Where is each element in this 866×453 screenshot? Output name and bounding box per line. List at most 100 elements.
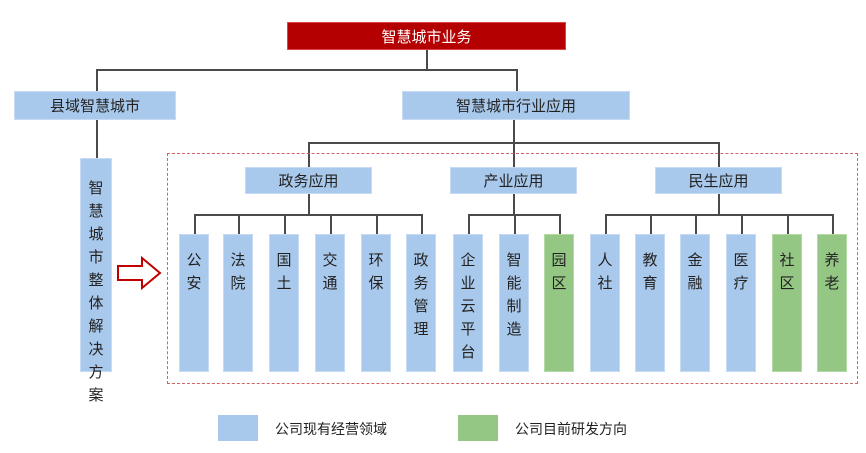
county-solution-node: 智慧城市整体解决方案 [80,158,112,404]
leaf-char: 安 [186,274,202,292]
leaf-char: 务 [413,274,429,292]
leaf-char: 交 [322,251,338,269]
industry-app-scope [167,153,858,384]
leaf-char: 社 [779,251,795,269]
vertical-char: 方 [88,363,104,381]
leaf-connector [650,214,652,234]
leaf-char: 理 [413,320,429,338]
leaf-char: 环 [368,251,384,269]
leaf-char: 智 [506,251,522,269]
ind-label: 产业应用 [483,172,544,190]
leaf-connector [284,214,286,234]
leaf-char: 通 [322,274,338,292]
leaf-char: 企 [460,251,476,269]
root-label: 智慧城市业务 [381,27,472,46]
leaf-connector [741,214,743,234]
leaf-node: 公安 [179,234,209,372]
level1-bar [96,69,517,71]
leaf-char: 保 [368,274,384,292]
group-bar [605,214,832,216]
leaf-node: 金融 [680,234,710,372]
leaf-char: 平 [460,320,476,338]
right-arrow-icon [117,256,162,290]
leaf-char: 人 [597,251,613,269]
vertical-char: 整 [88,271,104,289]
vertical-char: 解 [88,317,104,335]
leaf-connector [559,214,561,234]
leaf-char: 疗 [733,274,749,292]
vertical-char: 决 [88,340,104,358]
leaf-connector [421,214,423,234]
county-stem [96,69,98,91]
industry-stem [516,69,518,91]
leaf-node: 园区 [544,234,574,372]
leaf-connector [787,214,789,234]
county-down [96,119,98,158]
leaf-char: 法 [230,251,246,269]
ind-stem [513,142,515,167]
ind-app-node: 产业应用 [450,167,577,194]
group-stem [308,194,310,214]
leaf-char: 云 [460,297,476,315]
legend-swatch-research [458,415,498,441]
group-stem [718,194,720,214]
leaf-node: 法院 [223,234,253,372]
leaf-node: 企业云平台 [453,234,483,372]
group-bar [468,214,559,216]
leaf-char: 区 [779,274,795,292]
leaf-connector [514,214,516,234]
liv-app-node: 民生应用 [655,167,782,194]
leaf-char: 金 [687,251,703,269]
leaf-connector [376,214,378,234]
leaf-char: 公 [186,251,202,269]
group-bar [194,214,421,216]
leaf-char: 育 [642,274,658,292]
industry-app-node: 智慧城市行业应用 [402,91,630,120]
leaf-node: 人社 [590,234,620,372]
vertical-char: 市 [88,248,104,266]
leaf-char: 国 [276,251,292,269]
leaf-char: 制 [506,297,522,315]
industry-label: 智慧城市行业应用 [455,97,576,115]
gov-app-node: 政务应用 [245,167,372,194]
gov-stem [308,142,310,167]
leaf-node: 国土 [269,234,299,372]
leaf-char: 区 [551,274,567,292]
leaf-char: 老 [824,274,840,292]
leaf-char: 土 [276,274,292,292]
root-node: 智慧城市业务 [287,22,566,50]
leaf-char: 台 [460,343,476,361]
leaf-char: 社 [597,274,613,292]
root-stem [426,49,428,70]
leaf-node: 环保 [361,234,391,372]
leaf-char: 医 [733,251,749,269]
vertical-char: 慧 [88,202,104,220]
vertical-char: 城 [88,225,104,243]
leaf-node: 交通 [315,234,345,372]
leaf-char: 业 [460,274,476,292]
leaf-char: 政 [413,251,429,269]
vertical-char: 智 [88,179,104,197]
leaf-char: 融 [687,274,703,292]
leaf-char: 园 [551,251,567,269]
county-label: 县域智慧城市 [49,97,140,115]
leaf-node: 智能制造 [499,234,529,372]
leaf-connector [468,214,470,234]
leaf-char: 能 [506,274,522,292]
legend-swatch-existing [218,415,258,441]
leaf-node: 社区 [772,234,802,372]
leaf-connector [194,214,196,234]
leaf-connector [238,214,240,234]
leaf-node: 政务管理 [406,234,436,372]
leaf-node: 教育 [635,234,665,372]
leaf-char: 造 [506,320,522,338]
legend-label-existing: 公司现有经营领域 [275,422,387,438]
leaf-connector [605,214,607,234]
leaf-node: 养老 [817,234,847,372]
county-smart-city-node: 县域智慧城市 [14,91,176,120]
leaf-char: 院 [230,274,246,292]
vertical-char: 案 [88,386,104,404]
leaf-node: 医疗 [726,234,756,372]
leaf-connector [330,214,332,234]
group-stem [513,194,515,214]
